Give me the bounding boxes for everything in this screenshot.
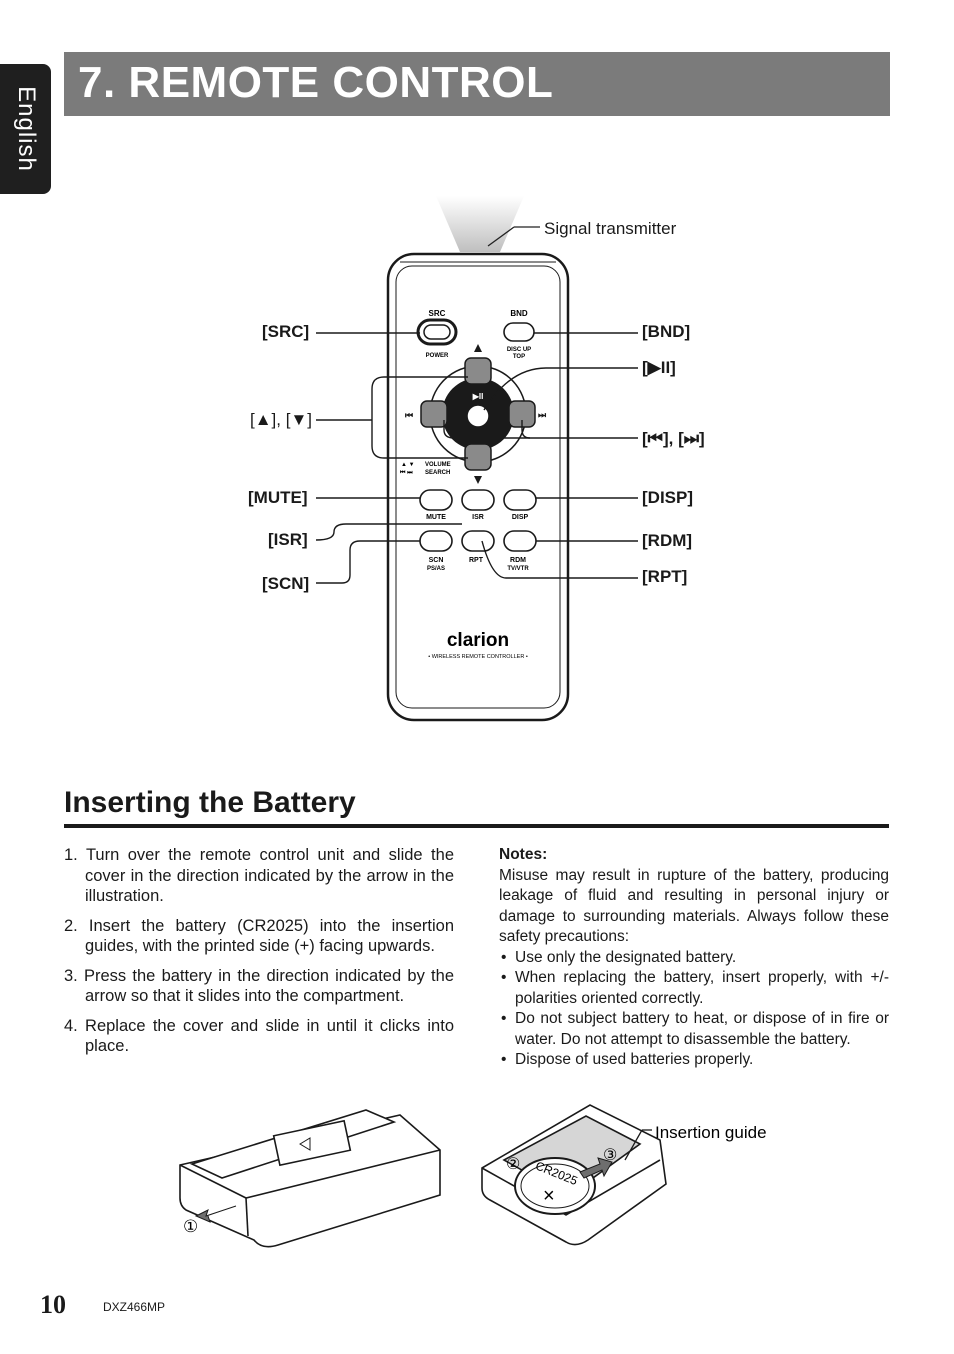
callout-isr: [ISR]	[268, 530, 308, 549]
power-key-label: POWER	[426, 353, 449, 359]
ps-as-label: PS/AS	[427, 566, 445, 572]
remote-body	[386, 252, 570, 722]
svg-text:▲ ▼: ▲ ▼	[401, 462, 415, 468]
step-item: 4. Replace the cover and slide in until …	[64, 1016, 454, 1056]
page-number: 10	[40, 1290, 66, 1319]
callout-bnd: [BND]	[642, 322, 691, 341]
section-title: 7. REMOTE CONTROL	[78, 58, 554, 107]
section-title-bar: 7. REMOTE CONTROL	[64, 52, 890, 116]
down-button[interactable]	[464, 443, 492, 471]
signal-leader-line	[487, 226, 515, 247]
callout-lines	[315, 332, 638, 584]
disp-key-label: DISP	[512, 514, 529, 521]
slide-arrow	[194, 1205, 237, 1223]
notes-block: Notes: Misuse may result in rupture of t…	[499, 845, 889, 1071]
battery-compartment-illustration	[481, 1104, 667, 1246]
insertion-guide-leader	[624, 1129, 643, 1161]
bnd-button[interactable]	[503, 322, 535, 342]
note-item: •Do not subject battery to heat, or disp…	[501, 1010, 889, 1048]
note-item: •When replacing the battery, insert prop…	[501, 969, 889, 1007]
callout-src: [SRC]	[262, 322, 310, 341]
battery-section-title: Inserting the Battery	[64, 786, 356, 819]
search-label: SEARCH	[425, 470, 450, 476]
model-number: DXZ466MP	[103, 1300, 166, 1314]
battery-plus-icon: ×	[543, 1185, 555, 1207]
scn-key-label: SCN	[429, 557, 444, 564]
press-arrow	[579, 1157, 613, 1179]
notes-list: •Use only the designated battery. •When …	[499, 948, 889, 1071]
remote-back-illustration	[179, 1109, 441, 1248]
up-button[interactable]	[464, 357, 492, 385]
bullet-icon: •	[501, 969, 507, 986]
insertion-guide-label: Insertion guide	[655, 1123, 767, 1142]
rpt-button[interactable]	[461, 530, 495, 552]
mute-button[interactable]	[419, 489, 453, 511]
note-item: •Dispose of used batteries properly.	[499, 1050, 889, 1071]
battery-steps: 1. Turn over the remote control unit and…	[64, 845, 454, 1066]
isr-key-label: ISR	[472, 514, 484, 521]
step-marker-2: ②	[506, 1156, 520, 1173]
step-marker-1: ①	[183, 1217, 198, 1236]
tv-vtr-label: TV/VTR	[507, 566, 529, 572]
disc-up-label: DISC UP	[507, 347, 531, 353]
notes-intro: Misuse may result in rupture of the batt…	[499, 866, 889, 946]
src-key-label: SRC	[429, 309, 446, 318]
section-rule	[64, 824, 889, 828]
play-pause-button[interactable]	[466, 404, 490, 428]
step-item: 1. Turn over the remote control unit and…	[64, 846, 454, 905]
signal-label: Signal transmitter	[544, 219, 677, 238]
signal-beam	[436, 196, 524, 252]
rdm-key-label: RDM	[510, 557, 526, 564]
notes-heading: Notes:	[499, 846, 548, 863]
bullet-icon: •	[501, 1051, 507, 1068]
callout-rdm: [RDM]	[642, 531, 693, 550]
isr-button[interactable]	[461, 489, 495, 511]
callout-scn: [SCN]	[262, 574, 310, 593]
callout-prev-next: [⏮], [⏭]	[642, 429, 705, 448]
callout-mute: [MUTE]	[248, 488, 308, 507]
svg-text:⏮ ⏭: ⏮ ⏭	[400, 470, 413, 476]
callout-up-down: [▲], [▼]	[250, 410, 312, 429]
svg-text:⏭: ⏭	[538, 410, 547, 420]
callout-disp: [DISP]	[642, 488, 693, 507]
callout-play-pause: [▶II]	[642, 358, 676, 377]
step-marker-3: ③	[603, 1147, 617, 1164]
note-item: •Use only the designated battery.	[499, 948, 889, 969]
bullet-icon: •	[501, 1010, 507, 1027]
top-label: TOP	[513, 354, 525, 360]
svg-text:⏮: ⏮	[405, 410, 413, 420]
brand-subtitle: • WIRELESS REMOTE CONTROLLER •	[428, 654, 528, 660]
language-tab: English	[0, 64, 51, 194]
mute-key-label: MUTE	[426, 514, 446, 521]
bullet-icon: •	[501, 948, 507, 966]
bnd-key-label: BND	[510, 309, 528, 318]
volume-label: VOLUME	[425, 462, 451, 468]
brand-logo: clarion	[447, 630, 509, 651]
step-item: 2. Insert the battery (CR2025) into the …	[64, 916, 454, 956]
step-item: 3. Press the battery in the direction in…	[64, 966, 454, 1006]
rpt-key-label: RPT	[469, 557, 484, 564]
prev-button[interactable]	[420, 400, 448, 428]
play-pause-key-label: ▶II	[472, 392, 484, 401]
callout-rpt: [RPT]	[642, 567, 688, 586]
disp-button[interactable]	[503, 489, 537, 511]
